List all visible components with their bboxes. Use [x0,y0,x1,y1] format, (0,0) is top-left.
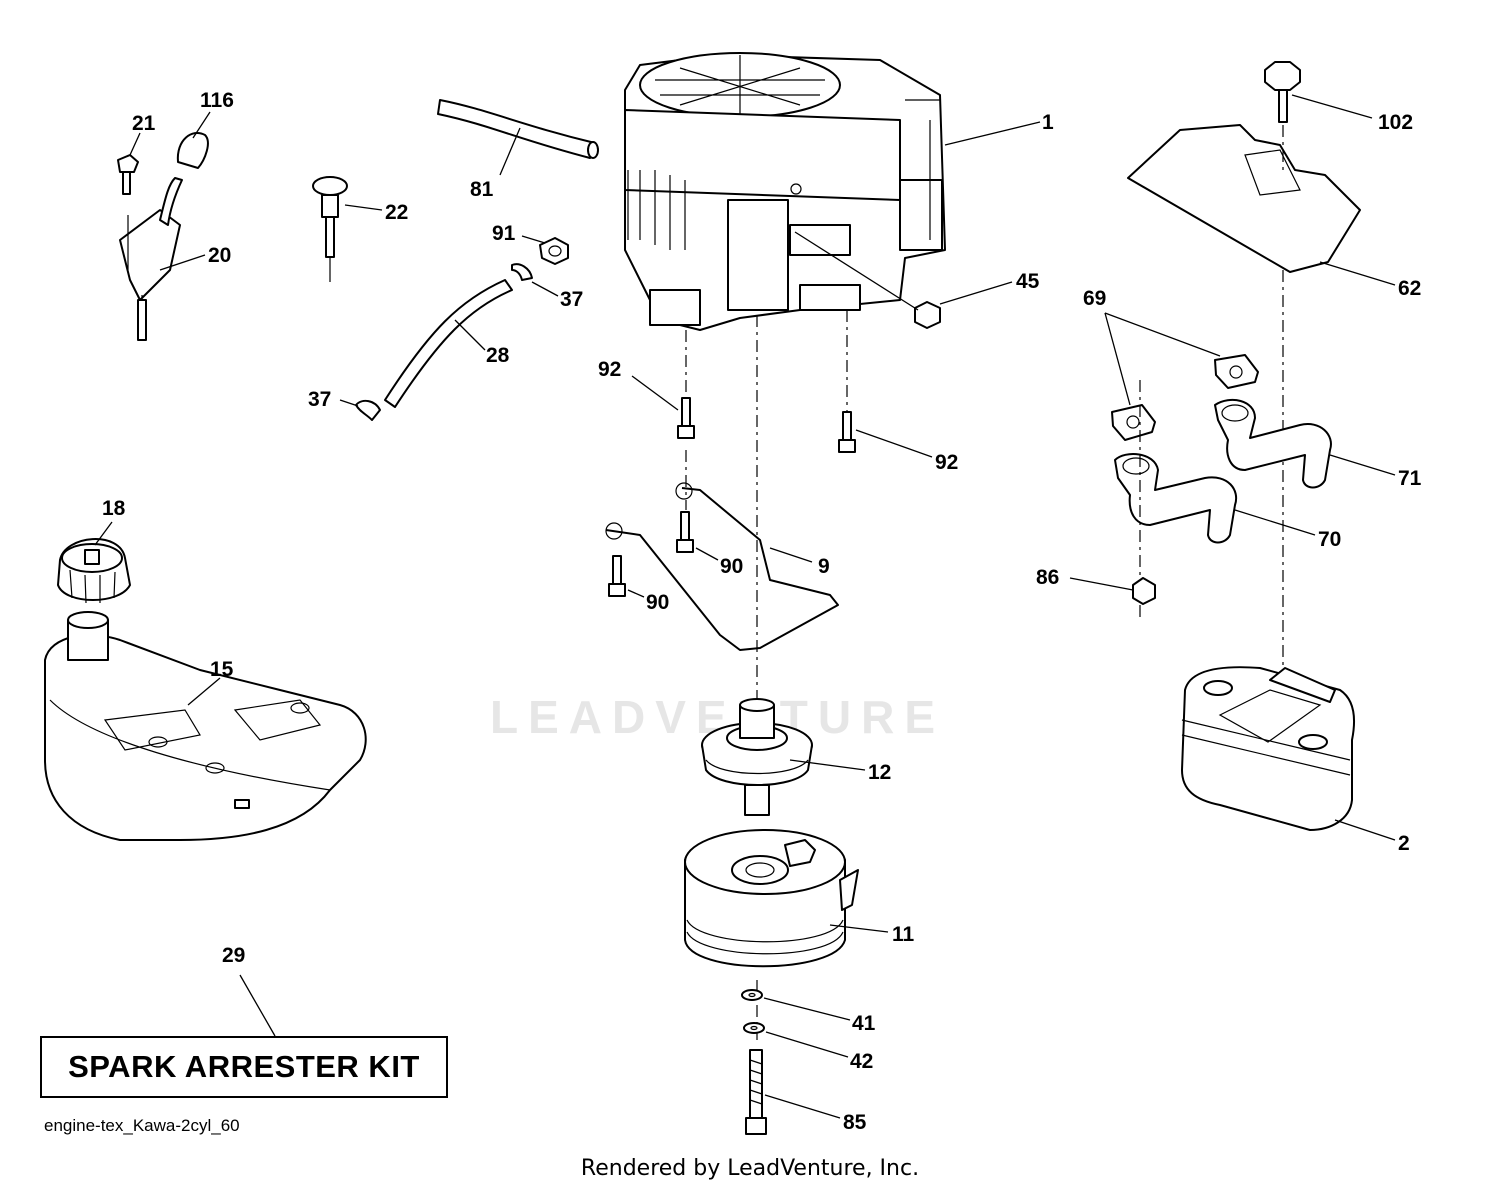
choke-knob-22 [312,176,348,282]
callout-90-lower: 90 [646,591,669,614]
callout-45: 45 [1016,270,1040,293]
fuel-hose-81 [437,99,599,159]
diagram-id: engine-tex_Kawa-2cyl_60 [44,1116,240,1135]
render-credit: Rendered by LeadVenture, Inc. [580,1156,920,1181]
bolt-90-upper [676,511,694,553]
callout-15: 15 [210,658,234,681]
exhaust-pipe-71 [1214,398,1332,489]
callout-37-top: 37 [560,288,583,311]
callout-90-upper: 90 [720,555,743,578]
spark-arrester-kit-label: SPARK ARRESTER KIT [68,1049,420,1084]
knob-116 [176,132,209,169]
callout-29: 29 [222,944,245,967]
callout-41: 41 [852,1012,876,1035]
engine-part [624,52,946,331]
nut-45 [914,301,941,329]
screw-21 [117,154,139,195]
fuel-line-28 [384,279,513,408]
nut-86 [1132,577,1156,605]
callout-12: 12 [868,761,891,784]
muffler-2 [1181,666,1355,831]
callout-69: 69 [1083,287,1106,310]
callout-85: 85 [843,1111,867,1134]
callout-22: 22 [385,201,408,224]
callout-92-right: 92 [935,451,958,474]
callout-62: 62 [1398,277,1421,300]
exhaust-pipe-70 [1114,453,1238,544]
fuel-tank-15 [44,611,367,841]
pulley-12 [701,698,813,816]
clutch-11 [684,829,859,968]
callout-71: 71 [1398,467,1422,490]
gasket-69 [1111,354,1259,441]
clamp-37-bottom [355,399,381,421]
washer-41 [741,989,763,1001]
callout-20: 20 [208,244,231,267]
callout-116: 116 [200,89,234,112]
heat-shield-62 [1127,124,1361,273]
callout-86: 86 [1036,566,1059,589]
clamp-37-top [511,263,533,281]
bolt-102 [1264,61,1301,123]
callout-9: 9 [818,555,830,578]
bolt-92-left [677,397,695,439]
washer-42 [743,1022,765,1034]
callout-42: 42 [850,1050,873,1073]
callout-21: 21 [132,112,156,135]
callout-102: 102 [1378,111,1413,134]
callout-81: 81 [470,178,494,201]
fuel-cap-18 [57,538,131,604]
callout-2: 2 [1398,832,1410,855]
callout-91: 91 [492,222,516,245]
bracket-9 [605,482,839,651]
spark-arrester-kit-box: SPARK ARRESTER KIT [40,1036,448,1098]
throttle-control-20 [119,177,183,341]
bolt-90-lower [608,555,626,597]
callout-18: 18 [102,497,126,520]
callout-37-bottom: 37 [308,388,331,411]
bolt-92-right [838,411,856,453]
callout-70: 70 [1318,528,1341,551]
callout-92-left: 92 [598,358,621,381]
callout-11: 11 [892,923,915,946]
bolt-85 [745,1049,767,1135]
fuel-filter-91 [539,237,569,265]
callout-28: 28 [486,344,510,367]
callout-1: 1 [1042,111,1054,134]
